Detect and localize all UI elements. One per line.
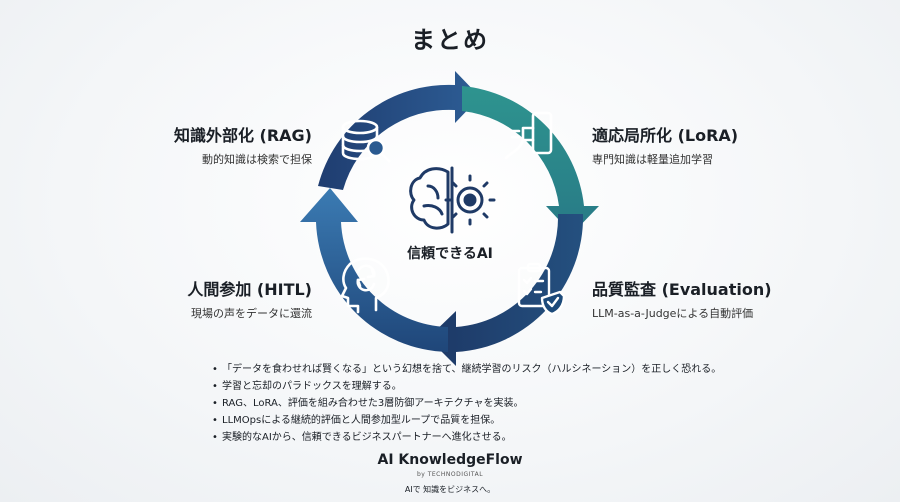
list-item: 実験的なAIから、信頼できるビジネスパートナーへ進化させる。 xyxy=(212,429,721,446)
brand-tagline: AIで 知識をビジネスへ。 xyxy=(404,485,496,494)
database-search-icon xyxy=(341,119,391,163)
stage-hitl-title: 人間参加 (HITL) xyxy=(187,280,312,299)
stage-eval: 品質監査 (Evaluation) LLM-as-a-Judgeによる自動評価 xyxy=(592,276,772,321)
list-item: 学習と忘却のパラドックスを理解する。 xyxy=(212,378,721,395)
list-item: LLMOpsによる継続的評価と人間参加型ループで品質を担保。 xyxy=(212,412,721,429)
brand-by: by TECHNODIGITAL xyxy=(416,471,484,478)
summary-list: 「データを食わせれば賢くなる」という幻想を捨て、継続学習のリスク（ハルシネーショ… xyxy=(200,361,721,446)
stage-lora-title: 適応局所化 (LoRA) xyxy=(592,126,739,145)
brain-gear-icon xyxy=(409,166,496,234)
brand-name: AI KnowledgeFlow xyxy=(377,452,523,468)
stage-rag-title: 知識外部化 (RAG) xyxy=(173,126,312,145)
center-label: 信頼できるAI xyxy=(407,246,493,262)
stage-hitl: 人間参加 (HITL) 現場の声をデータに還流 xyxy=(187,276,312,321)
stage-rag: 知識外部化 (RAG) 動的知識は検索で担保 xyxy=(174,122,312,167)
stage-eval-title: 品質監査 (Evaluation) xyxy=(592,280,772,299)
stage-rag-subtitle: 動的知識は検索で担保 xyxy=(202,153,312,166)
cycle-arrow-right xyxy=(462,86,599,234)
cycle-arrow-left xyxy=(300,188,448,352)
page-title: まとめ xyxy=(411,26,489,54)
head-refresh-icon xyxy=(340,257,390,314)
stage-hitl-subtitle: 現場の声をデータに還流 xyxy=(191,307,312,320)
stage-lora: 適応局所化 (LoRA) 専門知識は軽量追加学習 xyxy=(592,122,738,167)
list-item: 「データを食わせれば賢くなる」という幻想を捨て、継続学習のリスク（ハルシネーショ… xyxy=(212,361,721,378)
cycle-arrow-bottom xyxy=(428,214,584,366)
cycle-arrow-top xyxy=(318,71,480,190)
list-item: RAG、LoRA、評価を組み合わせた3層防御アーキテクチャを実装。 xyxy=(212,395,721,412)
stage-lora-subtitle: 専門知識は軽量追加学習 xyxy=(592,153,713,166)
clipboard-shield-icon xyxy=(517,262,566,316)
plug-device-icon xyxy=(504,111,553,160)
stage-eval-subtitle: LLM-as-a-Judgeによる自動評価 xyxy=(592,307,754,320)
